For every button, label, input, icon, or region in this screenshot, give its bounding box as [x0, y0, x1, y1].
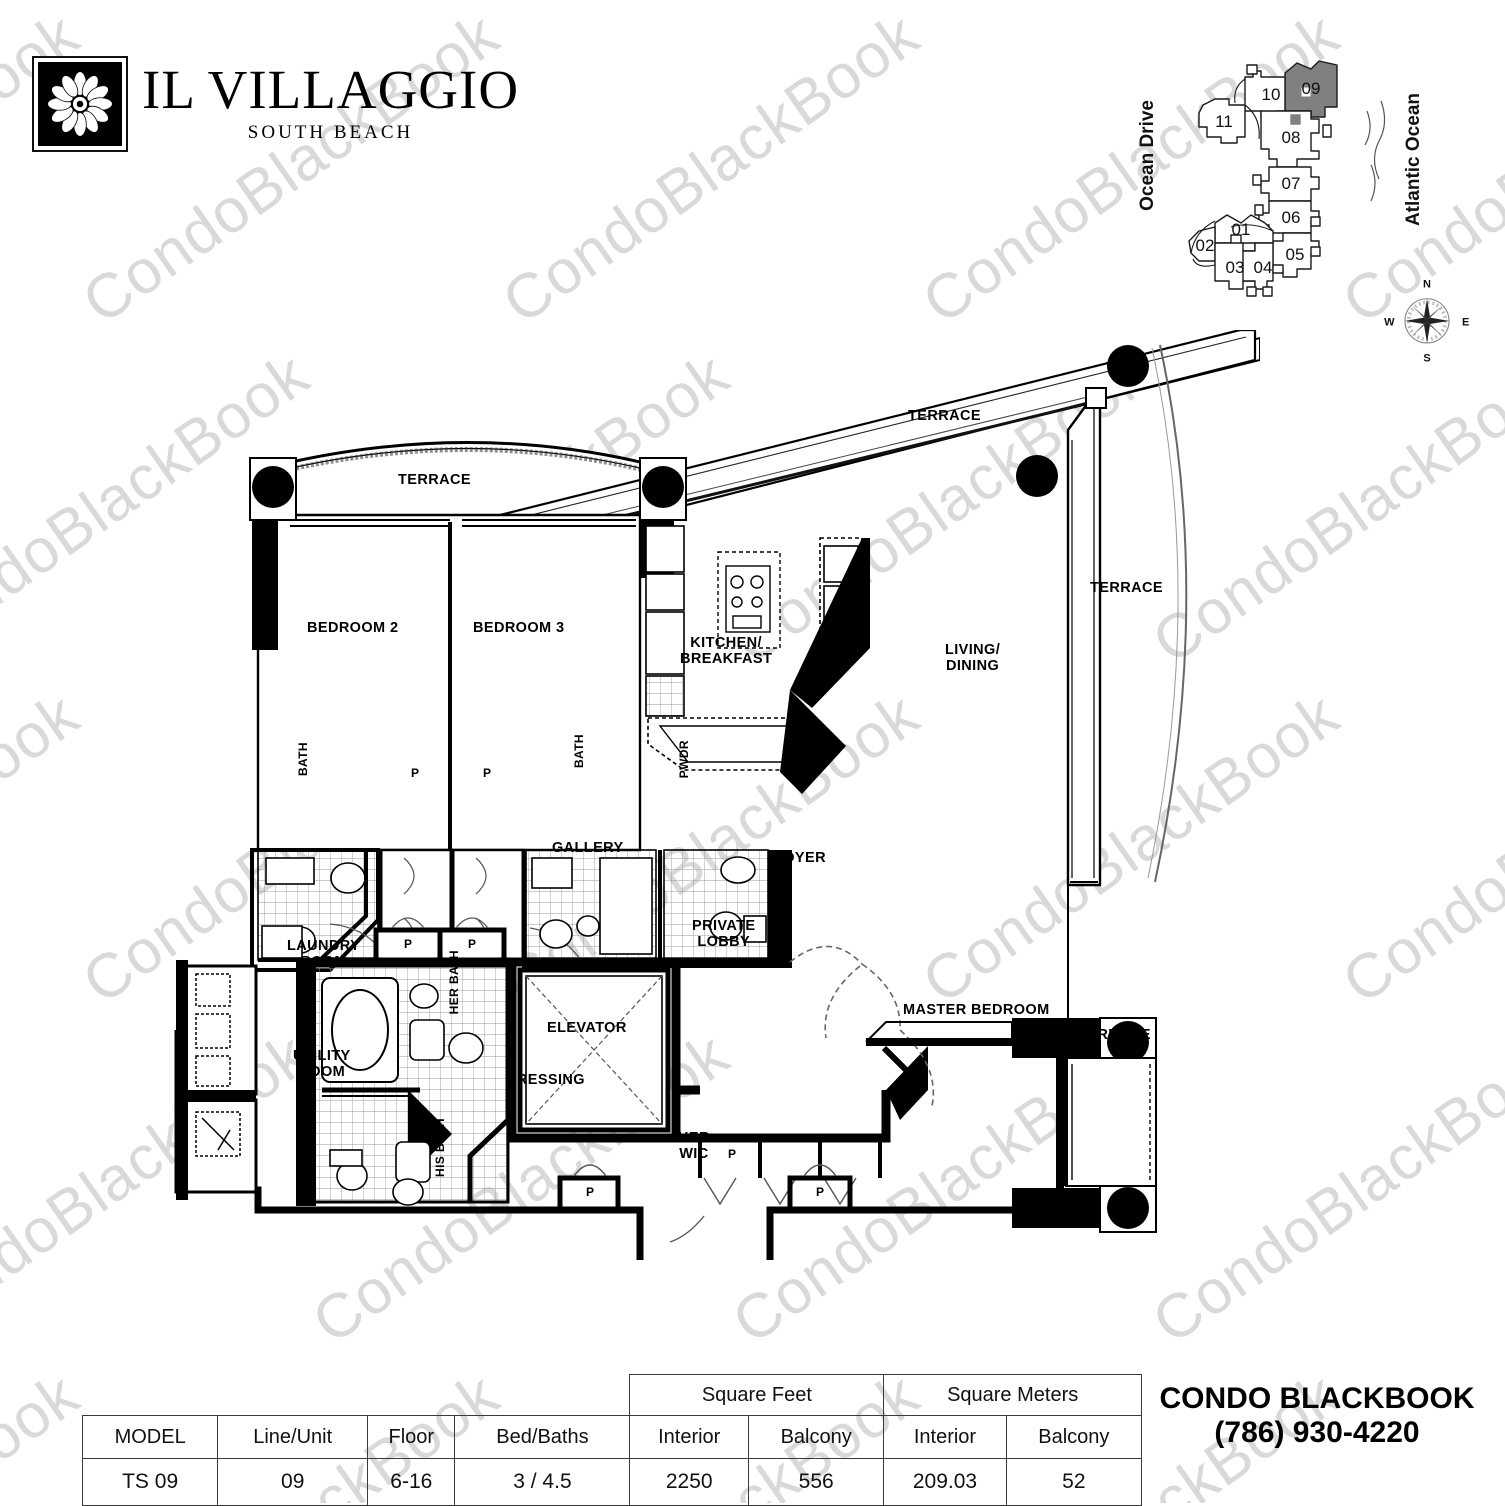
condo-blackbook-brand: CONDO BLACKBOOK (786) 930-4220: [1152, 1382, 1482, 1450]
watermark-text: CondoBlackBook: [70, 0, 512, 338]
cell-model: TS 09: [81, 1458, 219, 1506]
keyplan-unit-label-11: 11: [1215, 112, 1233, 131]
keyplan-unit-label-10: 10: [1262, 85, 1281, 104]
column-header-floor: Floor: [367, 1415, 456, 1459]
room-label-foyer: FOYER: [774, 850, 826, 866]
room-label-his-bath: HIS BATH: [433, 1118, 447, 1177]
group-header-spacer: [455, 1375, 630, 1416]
watermark-text: CondoBlackBook: [0, 1359, 92, 1503]
watermark-text: CondoBlackBook: [0, 0, 92, 338]
room-label-dressing: DRESSING: [506, 1072, 585, 1088]
keyplan-unit-label-06: 06: [1282, 208, 1301, 227]
group-header-spacer: [218, 1375, 368, 1416]
compass-east: E: [1462, 316, 1469, 328]
keyplan-unit-label-09: 09: [1302, 79, 1321, 98]
cell-bed-baths: 3 / 4.5: [454, 1458, 631, 1506]
room-label-living-dining: LIVING/ DINING: [945, 642, 1001, 675]
room-label-master-bedroom: MASTER BEDROOM: [903, 1002, 1050, 1018]
room-label-gallery: GALLERY: [552, 840, 624, 856]
closet-marker: P: [728, 1147, 737, 1161]
brand-logo: IL VILLAGGIO SOUTH BEACH: [34, 58, 519, 150]
compass-west: W: [1384, 316, 1395, 328]
keyplan-unit-label-02: 02: [1196, 236, 1215, 255]
room-label-powder-room: PWDR: [677, 740, 691, 779]
column-header-sm-balcony: Balcony: [1005, 1415, 1143, 1459]
column-header-sm-interior: Interior: [883, 1415, 1007, 1459]
closet-marker: P: [586, 1185, 595, 1199]
key-plan: Ocean Drive Atlantic Ocean: [1137, 55, 1495, 365]
keyplan-unit-label-04: 04: [1254, 258, 1273, 277]
brand-name: CONDO BLACKBOOK: [1159, 1382, 1475, 1415]
room-label-elevator: ELEVATOR: [547, 1020, 627, 1036]
watermark-text: CondoBlackBook: [490, 0, 932, 338]
keyplan-unit-label-05: 05: [1286, 245, 1305, 264]
keyplan-label-ocean-drive: Ocean Drive: [1137, 100, 1158, 211]
logo-subtitle: SOUTH BEACH: [247, 122, 414, 143]
compass-rose-icon: N S E W: [1384, 279, 1469, 365]
keyplan-label-atlantic-ocean: Atlantic Ocean: [1403, 93, 1424, 227]
room-label-terrace-northeast: TERRACE: [908, 408, 981, 424]
keyplan-unit-label-01: 01: [1232, 220, 1251, 239]
column-header-line-unit: Line/Unit: [217, 1415, 369, 1459]
room-label-bedroom-3: BEDROOM 3: [473, 620, 565, 636]
closet-marker: P: [483, 766, 492, 780]
group-header-square-meters: Square Meters: [883, 1374, 1142, 1416]
column-header-model: MODEL: [81, 1415, 219, 1459]
floor-plan-svg: [174, 328, 1261, 1280]
column-header-sf-balcony: Balcony: [748, 1415, 885, 1459]
column-header-sf-interior: Interior: [629, 1415, 750, 1459]
keyplan-diagram: 09 10 11 08 07 06 05 01 02 03 04: [1188, 60, 1386, 297]
watermark-text: CondoBlackBook: [1330, 679, 1505, 1018]
cell-sf-balcony: 556: [748, 1458, 885, 1506]
table-group-header-row: Square Feet Square Meters: [83, 1374, 1142, 1416]
spec-table: Square Feet Square Meters MODEL Line/Uni…: [81, 1374, 1143, 1506]
unit-spec-table: Square Feet Square Meters MODEL Line/Uni…: [81, 1374, 1143, 1506]
room-label-private-lobby: PRIVATE LOBBY: [692, 918, 756, 951]
table-header-row: MODEL Line/Unit Floor Bed/Baths Interior…: [81, 1415, 1143, 1459]
cell-line-unit: 09: [217, 1458, 369, 1506]
room-label-terrace-master: TERRACE: [1078, 1027, 1151, 1043]
cell-floor: 6-16: [367, 1458, 456, 1506]
room-label-bedroom-2: BEDROOM 2: [307, 620, 399, 636]
closet-marker: P: [468, 937, 477, 951]
group-header-square-feet: Square Feet: [629, 1374, 885, 1416]
logo-title: IL VILLAGGIO: [142, 59, 520, 120]
keyplan-unit-11-shape: [1198, 98, 1246, 144]
keyplan-unit-label-03: 03: [1226, 258, 1245, 277]
keyplan-unit-08-shape: [1260, 110, 1320, 168]
group-header-spacer: [83, 1375, 218, 1416]
room-label-bath-2: BATH: [296, 742, 310, 777]
cell-sf-interior: 2250: [629, 1458, 750, 1506]
brand-phone[interactable]: (786) 930-4220: [1214, 1416, 1420, 1450]
room-label-terrace-east: TERRACE: [1090, 580, 1163, 596]
room-label-her-wic: HER WIC: [678, 1130, 710, 1163]
compass-north: N: [1423, 279, 1431, 291]
room-label-bath-3: BATH: [572, 734, 586, 769]
room-label-terrace-north: TERRACE: [398, 472, 471, 488]
compass-south: S: [1423, 352, 1430, 364]
room-label-kitchen: KITCHEN/ BREAKFAST: [680, 635, 773, 668]
table-row: TS 09 09 6-16 3 / 4.5 2250 556 209.03 52: [81, 1458, 1143, 1506]
closet-marker: P: [816, 1185, 825, 1199]
rosette-flower-icon: [34, 58, 126, 150]
cell-sm-balcony: 52: [1005, 1458, 1143, 1506]
group-header-spacer: [368, 1375, 455, 1416]
room-label-utility-room: UTILITY ROOM: [293, 1048, 351, 1081]
closet-marker: P: [404, 937, 413, 951]
floor-plan-drawing: TERRACE TERRACE TERRACE TERRACE BEDROOM …: [0, 328, 1261, 1280]
closet-marker: P: [411, 766, 420, 780]
column-header-bed-baths: Bed/Baths: [454, 1415, 631, 1459]
room-label-her-bath: HER BATH: [447, 950, 461, 1015]
cell-sm-interior: 209.03: [883, 1458, 1007, 1506]
keyplan-unit-label-08: 08: [1282, 128, 1301, 147]
keyplan-unit-label-07: 07: [1282, 174, 1301, 193]
room-label-laundry-room: LAUNDRY ROOM: [287, 938, 361, 971]
